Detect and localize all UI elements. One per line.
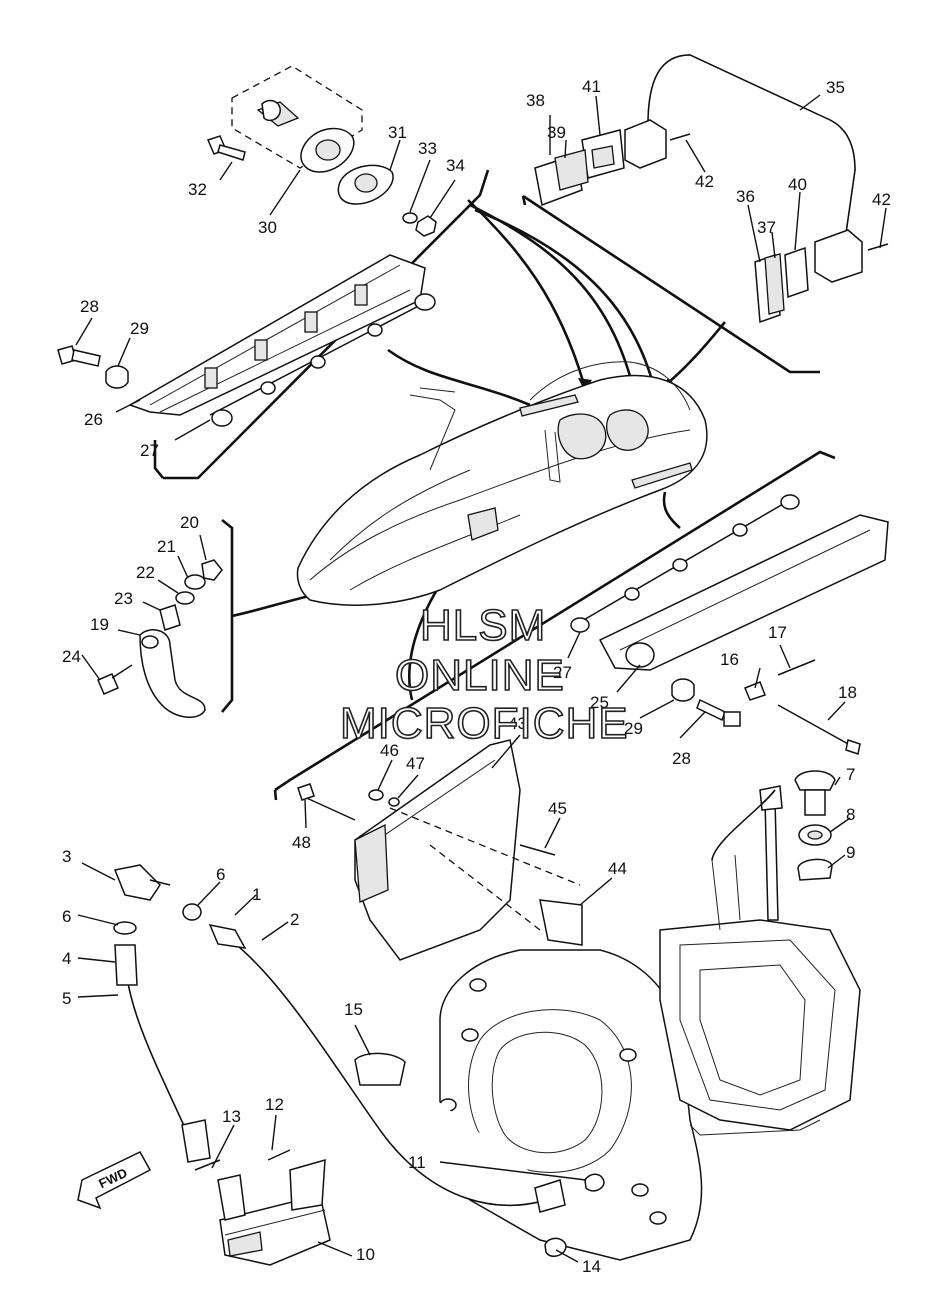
watercraft-hull	[296, 361, 708, 606]
parts-35-42	[534, 54, 889, 324]
callout-37: 37	[757, 218, 776, 237]
watermark-line-2: ONLINE	[395, 651, 565, 700]
callout-32: 32	[188, 180, 207, 199]
parts-43-48	[297, 739, 583, 961]
callout-21: 21	[157, 537, 176, 556]
callout-30: 30	[258, 218, 277, 237]
callout-20: 20	[180, 513, 199, 532]
callout-7: 7	[846, 765, 855, 784]
parts-19-24	[97, 559, 223, 718]
callout-5: 5	[62, 989, 71, 1008]
parts-30-34	[206, 65, 437, 237]
callout-47: 47	[406, 754, 425, 773]
leader-lines	[75, 94, 887, 1263]
watermark-line-3: MICROFICHE	[340, 699, 629, 748]
callout-34: 34	[446, 156, 465, 175]
callout-39: 39	[547, 123, 566, 142]
callout-15: 15	[344, 1000, 363, 1019]
callout-labels: 1 2 3 4 5 6 6 7 8 9 10 11 12 13 14 15 16…	[62, 77, 891, 1276]
callout-1: 1	[252, 885, 261, 904]
callout-19: 19	[90, 615, 109, 634]
parts-16-18	[744, 659, 861, 755]
watermark-line-1: HLSM	[420, 601, 546, 650]
callout-27a: 27	[140, 441, 159, 460]
callout-35: 35	[826, 78, 845, 97]
callout-33: 33	[418, 139, 437, 158]
callout-9: 9	[846, 843, 855, 862]
callout-42b: 42	[872, 190, 891, 209]
callout-17: 17	[768, 623, 787, 642]
callout-42a: 42	[695, 172, 714, 191]
callout-45: 45	[548, 799, 567, 818]
callout-23: 23	[114, 589, 133, 608]
callout-16: 16	[720, 650, 739, 669]
callout-28b: 28	[672, 749, 691, 768]
callout-46: 46	[380, 741, 399, 760]
callout-25: 25	[590, 693, 609, 712]
callout-10: 10	[356, 1245, 375, 1264]
callout-18: 18	[838, 683, 857, 702]
parts-25-27-right	[570, 494, 889, 727]
callout-2: 2	[290, 910, 299, 929]
callout-36: 36	[736, 187, 755, 206]
watermark: HLSM ONLINE MICROFICHE	[339, 600, 629, 749]
callout-4: 4	[62, 949, 71, 968]
callout-31: 31	[388, 123, 407, 142]
parts-26-29	[57, 254, 436, 427]
callout-41: 41	[582, 77, 601, 96]
callout-3: 3	[62, 847, 71, 866]
callout-29a: 29	[130, 319, 149, 338]
fwd-arrow: FWD	[77, 1151, 152, 1210]
callout-24: 24	[62, 647, 81, 666]
callout-43: 43	[508, 714, 527, 733]
callout-28a: 28	[80, 297, 99, 316]
callout-29b: 29	[624, 719, 643, 738]
callout-14: 14	[582, 1257, 601, 1276]
callout-11: 11	[408, 1153, 426, 1172]
callout-40: 40	[788, 175, 807, 194]
callout-44: 44	[608, 859, 627, 878]
callout-48: 48	[292, 833, 311, 852]
callout-12: 12	[265, 1095, 284, 1114]
callout-13: 13	[222, 1107, 241, 1126]
callout-38: 38	[526, 91, 545, 110]
parts-7-9	[759, 770, 836, 921]
callout-6a: 6	[62, 907, 71, 926]
callout-27b: 27	[553, 663, 572, 682]
callout-8: 8	[846, 805, 855, 824]
callout-26: 26	[84, 410, 103, 429]
callout-22: 22	[136, 563, 155, 582]
callout-6b: 6	[216, 865, 225, 884]
